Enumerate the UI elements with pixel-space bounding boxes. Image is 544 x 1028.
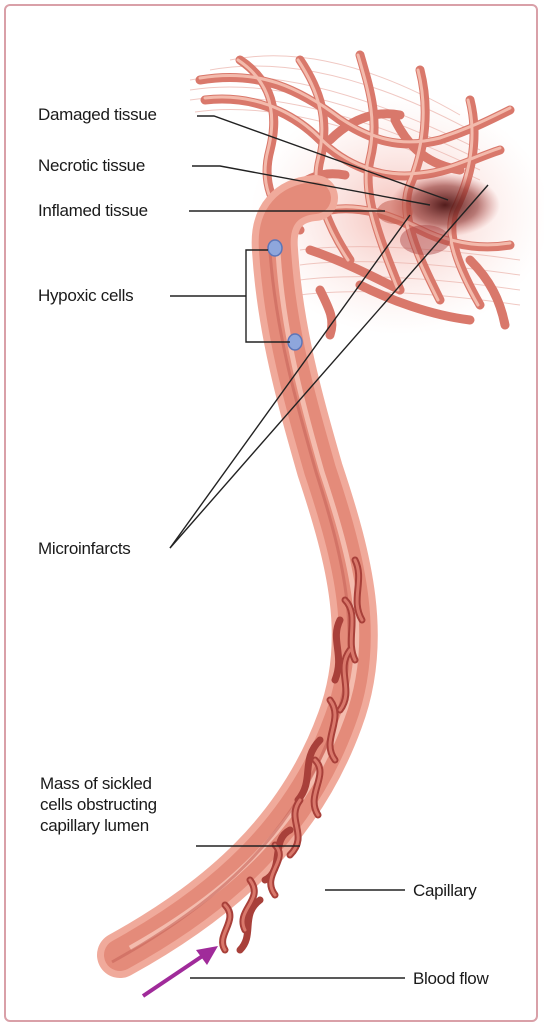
label-damaged-tissue: Damaged tissue — [38, 104, 157, 125]
label-necrotic-tissue: Necrotic tissue — [38, 155, 145, 176]
label-sickled-mass: Mass of sickled cells obstructing capill… — [40, 773, 157, 836]
label-inflamed-tissue: Inflamed tissue — [38, 200, 148, 221]
label-microinfarcts: Microinfarcts — [38, 538, 130, 559]
label-hypoxic-cells: Hypoxic cells — [38, 285, 133, 306]
hypoxic-cell — [288, 334, 302, 350]
hypoxic-cell — [268, 240, 282, 256]
label-capillary: Capillary — [413, 880, 476, 901]
label-blood-flow: Blood flow — [413, 968, 488, 989]
